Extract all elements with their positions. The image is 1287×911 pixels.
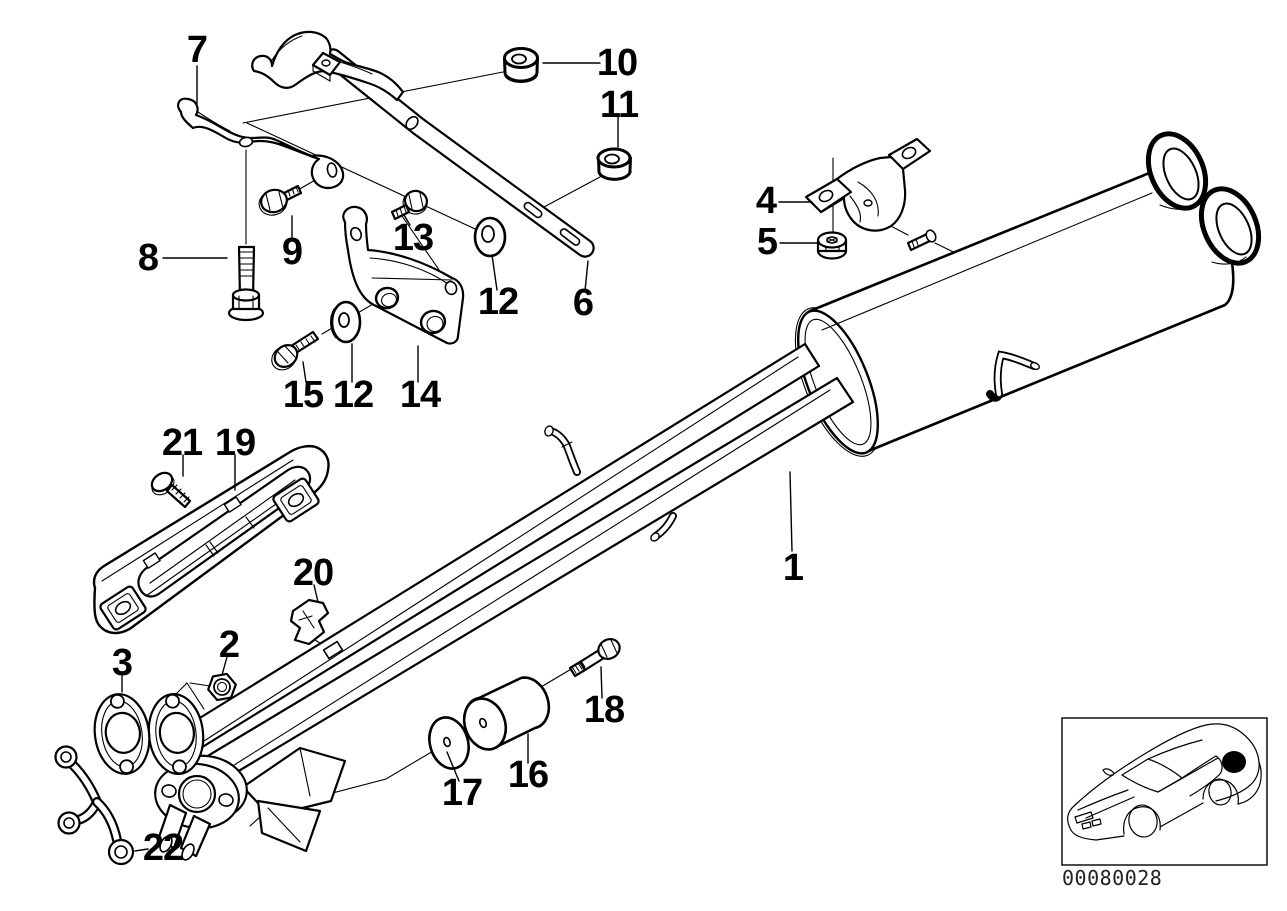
pipe-deflector-plate (241, 746, 347, 853)
grommet-11 (596, 147, 632, 181)
tailpipe-outlet-upper (1145, 131, 1209, 211)
leader-lines (121, 62, 820, 852)
callout-19: 19 (214, 422, 256, 464)
bolt-13 (390, 189, 429, 221)
clamp-upper-half (251, 30, 405, 102)
clamp-lower-half (177, 97, 345, 190)
callout-12: 12 (332, 374, 374, 416)
bolt-18 (568, 638, 621, 678)
clamp-22 (54, 745, 135, 866)
bracket-4 (804, 137, 932, 232)
bolt-8 (227, 245, 265, 322)
callout-12: 12 (477, 281, 519, 323)
nut-5 (816, 231, 848, 260)
callout-22: 22 (142, 827, 184, 869)
callout-18: 18 (583, 689, 625, 731)
callout-10: 10 (596, 42, 638, 84)
callout-5: 5 (756, 221, 778, 263)
tailpipe-outlet-lower (1198, 186, 1262, 266)
callout-16: 16 (507, 754, 549, 796)
callout-11: 11 (599, 84, 639, 126)
callout-6: 6 (572, 282, 594, 324)
silencer-hanger-rod (986, 350, 1040, 402)
callout-13: 13 (392, 217, 434, 259)
grommet-10 (503, 47, 539, 83)
bolt-9 (258, 184, 303, 216)
callout-8: 8 (137, 237, 159, 279)
washer-12-left (329, 300, 362, 344)
heat-shield (92, 444, 330, 635)
callout-14: 14 (399, 374, 441, 416)
washer-12-right (473, 216, 507, 258)
clip-20 (289, 598, 330, 646)
clip-tab (322, 640, 344, 660)
callout-20: 20 (292, 552, 334, 594)
image-code: 00080028 (1062, 866, 1163, 890)
callout-17: 17 (441, 772, 483, 814)
callout-9: 9 (281, 231, 303, 273)
callout-3: 3 (111, 642, 133, 684)
car-thumbnail (1061, 717, 1268, 866)
callout-21: 21 (161, 422, 203, 464)
callout-2: 2 (218, 624, 240, 666)
bush-16 (462, 676, 551, 751)
washer-17 (428, 716, 470, 770)
gasket-rear (147, 693, 205, 775)
callout-1: 1 (782, 547, 804, 589)
shield-screw-21 (150, 471, 192, 509)
bolt-15 (271, 330, 320, 371)
rear-silencer (794, 131, 1262, 457)
weld-nut (311, 51, 342, 82)
gasket-front (93, 693, 151, 775)
nut-2 (207, 672, 237, 702)
callout-15: 15 (282, 374, 324, 416)
mount-pin (906, 229, 937, 252)
callout-4: 4 (755, 180, 777, 222)
bracket-14 (342, 205, 465, 345)
callout-7: 7 (186, 29, 208, 71)
twin-exhaust-pipes (154, 342, 855, 861)
location-marker (1222, 751, 1246, 773)
